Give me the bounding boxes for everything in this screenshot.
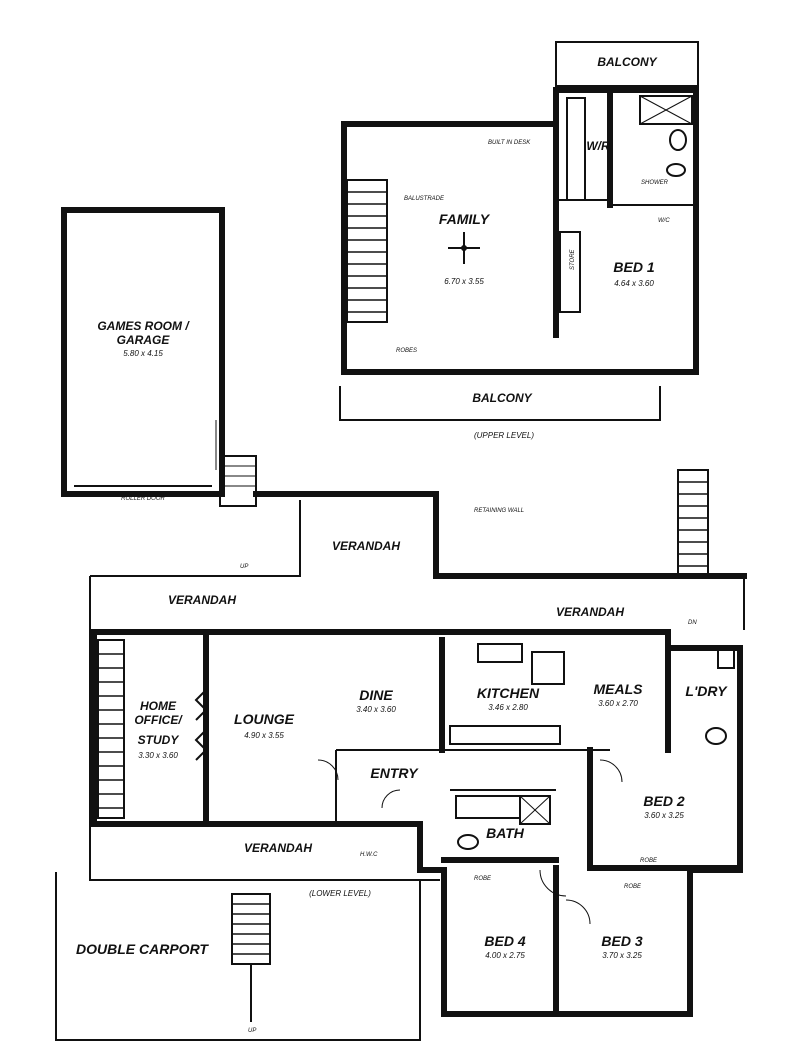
robes-note: ROBES — [396, 348, 417, 354]
lower-level — [55, 469, 747, 1041]
garage-label-line1: GAMES ROOM / — [97, 319, 190, 333]
verandah-right-label: VERANDAH — [556, 605, 624, 619]
balustrade-note: BALUSTRADE — [404, 196, 445, 202]
wardrobe — [566, 97, 586, 201]
bed1-label: BED 1 — [613, 259, 654, 275]
store-cupboard — [559, 231, 581, 313]
store-note: STORE — [570, 248, 576, 270]
home-office-line2: OFFICE/ — [134, 713, 183, 727]
bed3-door-swing — [565, 899, 591, 925]
laundry-trough — [717, 647, 735, 669]
home-office-line1: HOME — [140, 699, 177, 713]
bed2-door-swing — [599, 759, 623, 783]
built-in-desk-note: BUILT IN DESK — [488, 140, 531, 146]
house-walls — [91, 629, 743, 1017]
up-note-carport: UP — [248, 1028, 256, 1034]
entry-label: ENTRY — [370, 765, 419, 781]
meals-label: MEALS — [594, 681, 644, 697]
hwc-note: H.W.C — [360, 852, 378, 858]
kitchen-size: 3.46 x 2.80 — [488, 703, 528, 712]
wir-label: W/R — [586, 139, 610, 153]
kitchen-island — [531, 651, 565, 685]
verandah-left-edge — [89, 576, 440, 881]
toilet-icon — [669, 129, 687, 151]
home-office-size: 3.30 x 3.60 — [138, 751, 178, 760]
laundry-basin-icon — [705, 727, 727, 745]
family-label: FAMILY — [439, 211, 491, 227]
upper-level — [339, 41, 699, 421]
study-bifold-door-1 — [194, 689, 208, 721]
bed3-robe-note: ROBE — [624, 884, 642, 890]
carport-outline — [55, 872, 421, 1041]
ceiling-fan-icon — [448, 232, 480, 264]
dn-note: DN — [688, 620, 697, 626]
shower-note: SHOWER — [641, 180, 669, 186]
carport-staircase — [231, 893, 271, 965]
garage-label-line2: GARAGE — [117, 333, 171, 347]
kitchen-bench — [449, 725, 561, 745]
carport-label: DOUBLE CARPORT — [76, 941, 209, 957]
garage-walls — [61, 207, 225, 497]
dine-label: DINE — [359, 687, 393, 703]
study-bifold-door-2 — [194, 729, 208, 761]
verandah-bottom-label: VERANDAH — [244, 841, 312, 855]
retaining-wall — [253, 491, 747, 579]
bed3-label: BED 3 — [601, 933, 642, 949]
bed3-size: 3.70 x 3.25 — [602, 951, 642, 960]
home-office-line3: STUDY — [138, 733, 180, 747]
stove-icon — [477, 643, 523, 663]
lower-level-label: (LOWER LEVEL) — [309, 889, 371, 898]
bed2-size: 3.60 x 3.25 — [644, 811, 684, 820]
lounge-size: 4.90 x 3.55 — [244, 731, 284, 740]
retaining-wall-note: RETAINING WALL — [474, 508, 524, 514]
upper-level-label: (UPPER LEVEL) — [474, 431, 534, 440]
balcony-top-outline — [555, 41, 699, 87]
bed2-robe-note: ROBE — [640, 858, 658, 864]
bed4-robe-note: ROBE — [474, 876, 492, 882]
meals-size: 3.60 x 2.70 — [598, 699, 638, 708]
lounge-label: LOUNGE — [234, 711, 295, 727]
front-door-swing — [381, 789, 401, 809]
family-size: 6.70 x 3.55 — [444, 277, 484, 286]
entry-door-swing — [317, 759, 339, 781]
balcony-bottom-outline — [339, 386, 661, 421]
kitchen-label: KITCHEN — [477, 685, 540, 701]
bed1-size: 4.64 x 3.60 — [614, 279, 654, 288]
bath-label: BATH — [486, 825, 525, 841]
ldry-label: L'DRY — [685, 683, 728, 699]
right-staircase — [677, 469, 709, 576]
dine-size: 3.40 x 3.60 — [356, 705, 396, 714]
upper-staircase — [346, 179, 388, 323]
bed4-size: 4.00 x 2.75 — [485, 951, 525, 960]
garage-steps — [219, 455, 257, 507]
bed4-label: BED 4 — [484, 933, 525, 949]
upper-walls — [341, 87, 699, 375]
roller-door-note: ROLLER DOOR — [121, 496, 165, 502]
wc-note: W/C — [658, 218, 670, 224]
verandah-top-label: VERANDAH — [332, 539, 400, 553]
bath-basin-icon — [457, 834, 479, 850]
up-note-verandah: UP — [240, 564, 248, 570]
basin-icon — [666, 163, 686, 177]
study-staircase — [97, 639, 125, 819]
bed4-door-swing — [539, 869, 567, 897]
balcony-bottom-label: BALCONY — [472, 391, 532, 405]
verandah-left-label: VERANDAH — [168, 593, 236, 607]
garage-size: 5.80 x 4.15 — [123, 349, 163, 358]
shower-tray — [639, 95, 693, 125]
bed2-label: BED 2 — [643, 793, 684, 809]
bathtub-icon — [455, 795, 521, 819]
verandah-top-edge — [90, 500, 301, 577]
bath-shower-cross-b — [519, 795, 551, 825]
bath-shower-icon — [519, 795, 551, 825]
garage — [61, 207, 257, 507]
balcony-top-label: BALCONY — [597, 55, 657, 69]
shower-cross-b — [639, 95, 693, 125]
